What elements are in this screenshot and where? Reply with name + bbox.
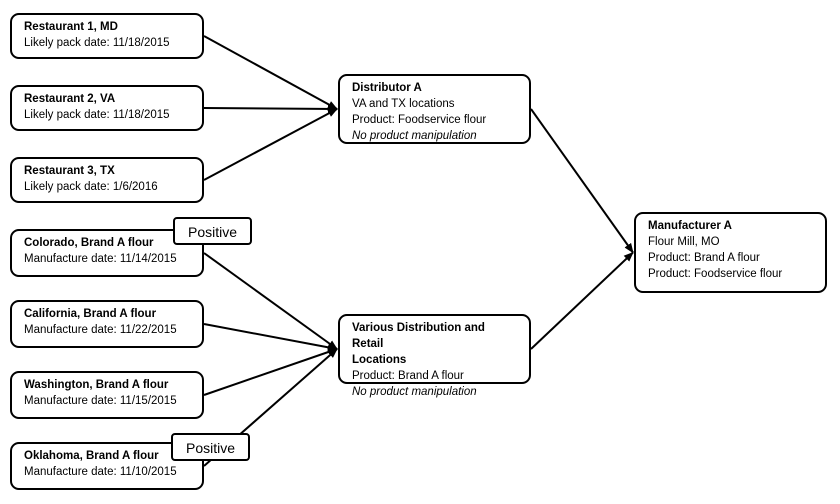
distribution-retail-node: Various Distribution and Retail Location… <box>338 314 531 398</box>
arrow-restaurant1-to-distributor_a <box>203 35 338 110</box>
node-title: Manufacturer A <box>648 220 732 232</box>
node-title: Restaurant 3, TX <box>24 165 115 177</box>
node-title: Washington, Brand A flour <box>24 379 169 391</box>
arrow-colorado-to-retail <box>203 252 338 350</box>
node-line: Product: Brand A flour <box>648 252 760 264</box>
node-title: Colorado, Brand A flour <box>24 237 154 249</box>
node-detail: Manufacture date: 11/14/2015 <box>24 253 177 265</box>
node-detail: Likely pack date: 1/6/2016 <box>24 181 158 193</box>
arrow-restaurant3-to-distributor_a <box>203 108 338 181</box>
restaurant-1-node: Restaurant 1, MD Likely pack date: 11/18… <box>10 13 204 59</box>
node-detail: Manufacture date: 11/22/2015 <box>24 324 177 336</box>
node-title-line-1: Various Distribution and Retail <box>352 322 485 350</box>
arrow-washington-to-retail <box>203 348 338 396</box>
colorado-node: Colorado, Brand A flour Manufacture date… <box>10 229 204 277</box>
node-title: Restaurant 1, MD <box>24 21 118 33</box>
colorado-positive-badge: Positive <box>173 217 252 245</box>
arrow-distributor_a-to-manufacturer <box>530 108 634 254</box>
node-note: No product manipulation <box>352 130 477 142</box>
california-node: California, Brand A flour Manufacture da… <box>10 300 204 348</box>
node-detail: Manufacture date: 11/10/2015 <box>24 466 177 478</box>
oklahoma-positive-badge: Positive <box>171 433 250 461</box>
node-title: Restaurant 2, VA <box>24 93 116 105</box>
arrow-california-to-retail <box>203 323 338 352</box>
node-title-line-2: Locations <box>352 354 407 366</box>
node-line: VA and TX locations <box>352 98 455 110</box>
node-title: Oklahoma, Brand A flour <box>24 450 159 462</box>
node-title: Distributor A <box>352 82 422 94</box>
node-detail: Likely pack date: 11/18/2015 <box>24 37 170 49</box>
node-title: California, Brand A flour <box>24 308 157 320</box>
node-detail: Manufacture date: 11/15/2015 <box>24 395 177 407</box>
node-line: Product: Foodservice flour <box>352 114 487 126</box>
node-line: Product: Brand A flour <box>352 370 464 382</box>
node-detail: Likely pack date: 11/18/2015 <box>24 109 170 121</box>
manufacturer-a-node: Manufacturer A Flour Mill, MO Product: B… <box>634 212 827 293</box>
arrow-restaurant2-to-distributor_a <box>203 104 338 113</box>
restaurant-3-node: Restaurant 3, TX Likely pack date: 1/6/2… <box>10 157 204 203</box>
node-note: No product manipulation <box>352 386 477 398</box>
distributor-a-node: Distributor A VA and TX locations Produc… <box>338 74 531 144</box>
washington-node: Washington, Brand A flour Manufacture da… <box>10 371 204 419</box>
arrow-retail-to-manufacturer <box>530 251 634 350</box>
node-line: Product: Foodservice flour <box>648 268 783 280</box>
restaurant-2-node: Restaurant 2, VA Likely pack date: 11/18… <box>10 85 204 131</box>
node-line: Flour Mill, MO <box>648 236 720 248</box>
